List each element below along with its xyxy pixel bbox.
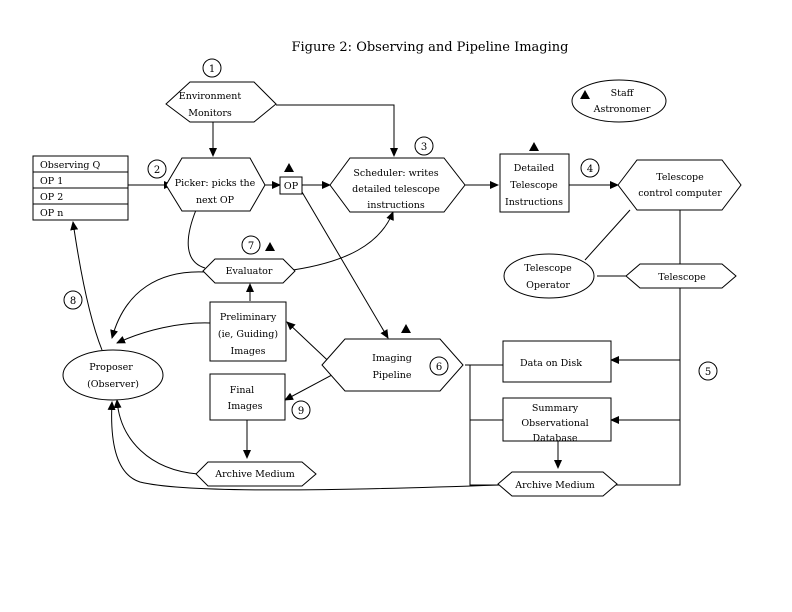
staff-astronomer-legend: Staff Astronomer — [571, 79, 667, 123]
telescope-label: Telescope — [658, 272, 706, 283]
diagram-title: Figure 2: Observing and Pipeline Imaging — [292, 40, 569, 55]
final-images-node: Final Images — [209, 373, 286, 421]
queue-header: Observing Q — [40, 160, 101, 171]
staff-triangle-icon — [580, 90, 590, 99]
queue-row-2: OP 2 — [40, 192, 63, 203]
operator-line-1: Telescope — [524, 263, 572, 274]
tcc-line-2: control computer — [638, 188, 722, 199]
op-box: OP — [279, 176, 303, 195]
summary-line-2: Observational — [521, 418, 588, 429]
arrow-op-to-pipeline — [301, 191, 389, 339]
step-number: 8 — [70, 296, 76, 307]
archive-medium-node-1: Archive Medium — [195, 461, 317, 487]
pipeline-line-2: Pipeline — [373, 370, 412, 381]
arrow-proposer-to-queue — [70, 221, 103, 351]
instructions-line-3: Instructions — [505, 197, 563, 208]
evaluator-node: Evaluator — [202, 258, 296, 284]
arrow-evaluator-to-scheduler — [292, 211, 394, 271]
prelim-line-2: (ie, Guiding) — [218, 329, 278, 340]
line-bus-archive2 — [469, 365, 500, 486]
telescope-node: Telescope — [625, 263, 737, 289]
tcc-line-1: Telescope — [656, 172, 704, 183]
op-label: OP — [284, 181, 299, 192]
step-number: 9 — [298, 406, 304, 417]
arrow-archive2-to-proposer — [107, 401, 501, 491]
telescope-control-computer-node: Telescope control computer — [617, 159, 742, 211]
summary-line-1: Summary — [532, 403, 579, 414]
proposer-node: Proposer (Observer) — [62, 349, 164, 401]
step-number: 2 — [154, 165, 160, 176]
staff-markers — [265, 142, 539, 333]
line-picker-evaluator-loop — [187, 209, 206, 269]
queue-row-1: OP 1 — [40, 176, 63, 187]
staff-line-2: Astronomer — [593, 104, 651, 115]
picker-line-2: next OP — [196, 195, 235, 206]
evaluator-label: Evaluator — [226, 266, 273, 277]
staff-triangle-icon — [401, 324, 411, 333]
scheduler-node: Scheduler: writes detailed telescope ins… — [329, 157, 466, 213]
operator-line-2: Operator — [526, 280, 570, 291]
imaging-pipeline-node: Imaging Pipeline — [321, 338, 464, 392]
arrow-prelim-to-proposer — [116, 322, 211, 344]
summary-line-3: Database — [532, 433, 577, 444]
staff-line-1: Staff — [611, 88, 635, 99]
data-disk-label: Data on Disk — [520, 358, 582, 369]
environment-monitors-node: Environment Monitors — [165, 81, 277, 123]
step-number: 1 — [209, 64, 215, 75]
arrow-archive1-to-proposer — [113, 399, 199, 475]
arrow-evaluator-to-proposer — [110, 271, 206, 339]
env-monitors-line-1: Environment — [179, 91, 242, 102]
step-numbers: 1 2 3 4 5 6 7 8 9 — [63, 58, 718, 420]
step-number: 7 — [248, 241, 254, 252]
scheduler-line-1: Scheduler: writes — [353, 168, 438, 179]
picker-line-1: Picker: picks the — [175, 178, 256, 189]
picker-node: Picker: picks the next OP — [165, 157, 266, 212]
archive-medium-node-2: Archive Medium — [497, 471, 618, 497]
final-line-2: Images — [227, 401, 262, 412]
summary-database-node: Summary Observational Database — [502, 397, 612, 444]
connectors — [70, 104, 681, 491]
line-tcc-trunk — [615, 208, 681, 486]
arrow-env-to-scheduler — [276, 104, 398, 157]
prelim-line-1: Preliminary — [220, 312, 277, 323]
prelim-line-3: Images — [230, 346, 265, 357]
pipeline-line-1: Imaging — [372, 353, 412, 364]
step-number: 6 — [436, 362, 442, 373]
staff-triangle-icon — [284, 163, 294, 172]
archive1-label: Archive Medium — [214, 469, 294, 480]
instructions-line-2: Telescope — [510, 180, 558, 191]
staff-triangle-icon — [529, 142, 539, 151]
scheduler-line-3: instructions — [367, 200, 425, 211]
step-number: 4 — [587, 164, 593, 175]
data-on-disk-node: Data on Disk — [502, 340, 612, 383]
preliminary-images-node: Preliminary (ie, Guiding) Images — [209, 301, 287, 362]
detailed-instructions-node: Detailed Telescope Instructions — [499, 153, 570, 213]
instructions-line-1: Detailed — [514, 163, 555, 174]
proposer-line-2: (Observer) — [87, 379, 139, 390]
step-number: 3 — [421, 142, 427, 153]
step-number: 5 — [705, 367, 711, 378]
scheduler-line-2: detailed telescope — [352, 184, 440, 195]
final-line-1: Final — [230, 385, 254, 396]
env-monitors-line-2: Monitors — [188, 108, 232, 119]
staff-triangle-icon — [265, 242, 275, 251]
proposer-line-1: Proposer — [89, 362, 133, 373]
telescope-operator-node: Telescope Operator — [503, 253, 595, 299]
observing-queue-table: Observing Q OP 1 OP 2 OP n — [32, 155, 129, 221]
archive2-label: Archive Medium — [514, 480, 594, 491]
line-tcc-operator — [584, 209, 631, 261]
queue-row-n: OP n — [40, 208, 63, 219]
